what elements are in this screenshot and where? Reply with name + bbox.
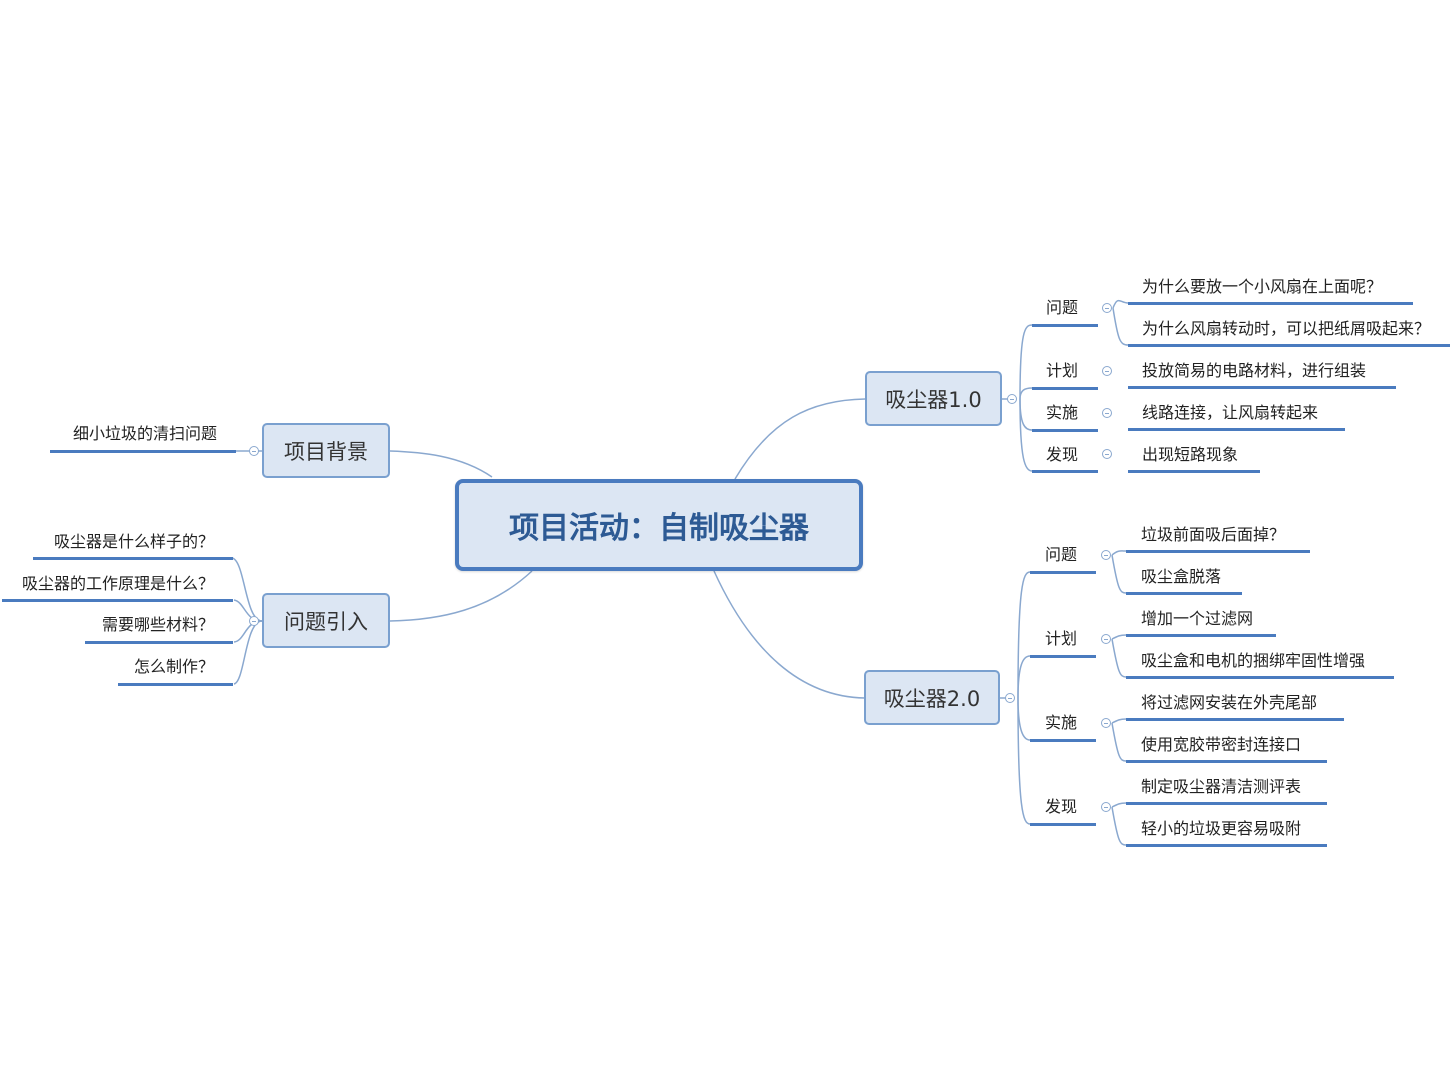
group-underline	[1032, 470, 1098, 473]
group-label-implement[interactable]: 实施	[1045, 713, 1078, 732]
leaf-item[interactable]: 吸尘盒和电机的捆绑牢固性增强	[1141, 651, 1366, 670]
group-underline	[1032, 429, 1098, 432]
leaf-item[interactable]: 吸尘盒脱落	[1141, 567, 1222, 586]
leaf-item[interactable]: 怎么制作？	[133, 657, 214, 676]
collapse-icon[interactable]	[1102, 408, 1112, 418]
topic-label: 问题引入	[284, 609, 368, 634]
topic-project-background[interactable]: 项目背景	[262, 423, 390, 478]
collapse-icon[interactable]	[1101, 634, 1111, 644]
topic-label: 项目背景	[284, 439, 368, 464]
group-underline	[1032, 387, 1098, 390]
topic-label: 吸尘器1.0	[885, 387, 982, 412]
leaf-underline	[1128, 428, 1345, 431]
group-underline	[1030, 655, 1096, 658]
leaf-underline	[1128, 302, 1413, 305]
leaf-underline	[1128, 470, 1260, 473]
topic-vacuum-v2[interactable]: 吸尘器2.0	[864, 670, 1000, 725]
collapse-icon[interactable]	[249, 616, 259, 626]
leaf-item[interactable]: 制定吸尘器清洁测评表	[1141, 777, 1302, 796]
leaf-underline	[2, 599, 233, 602]
leaf-item[interactable]: 增加一个过滤网	[1141, 609, 1254, 628]
group-label-discover[interactable]: 发现	[1045, 797, 1078, 816]
link-center-v2	[713, 570, 866, 699]
group-label-question[interactable]: 问题	[1045, 545, 1078, 564]
leaf-underline	[1126, 550, 1310, 553]
group-label-discover[interactable]: 发现	[1046, 445, 1079, 464]
topic-label: 吸尘器2.0	[883, 686, 981, 711]
collapse-icon[interactable]	[1101, 550, 1111, 560]
leaf-underline	[1126, 718, 1344, 721]
collapse-icon[interactable]	[1005, 693, 1015, 703]
leaf-item[interactable]: 垃圾前面吸后面掉？	[1141, 525, 1286, 544]
group-label-question[interactable]: 问题	[1046, 298, 1079, 317]
central-topic-label: 项目活动：自制吸尘器	[509, 511, 809, 546]
leaf-underline	[118, 683, 233, 686]
leaf-underline	[1126, 844, 1327, 847]
leaf-underline	[1126, 802, 1327, 805]
leaf-underline	[50, 450, 236, 453]
leaf-item[interactable]: 出现短路现象	[1142, 445, 1239, 464]
collapse-icon[interactable]	[1101, 802, 1111, 812]
leaf-underline	[1126, 592, 1242, 595]
leaf-item[interactable]: 为什么风扇转动时，可以把纸屑吸起来？	[1142, 319, 1431, 338]
leaf-item[interactable]: 需要哪些材料？	[101, 615, 214, 634]
leaf-underline	[85, 641, 233, 644]
leaf-underline	[1128, 386, 1396, 389]
leaf-item[interactable]: 投放简易的电路材料，进行组装	[1142, 361, 1367, 380]
leaf-item[interactable]: 线路连接，让风扇转起来	[1142, 403, 1319, 422]
leaf-underline	[1126, 634, 1276, 637]
leaf-item[interactable]: 吸尘器的工作原理是什么？	[21, 574, 214, 593]
link-center-question	[389, 570, 533, 622]
leaf-item[interactable]: 吸尘器是什么样子的？	[53, 532, 214, 551]
group-label-implement[interactable]: 实施	[1046, 403, 1079, 422]
leaf-item[interactable]: 使用宽胶带密封连接口	[1141, 735, 1302, 754]
leaf-underline	[1126, 676, 1394, 679]
leaf-underline	[33, 557, 233, 560]
leaf-item[interactable]: 轻小的垃圾更容易吸附	[1141, 819, 1302, 838]
leaf-item[interactable]: 将过滤网安装在外壳尾部	[1141, 693, 1318, 712]
group-label-plan[interactable]: 计划	[1046, 361, 1079, 380]
collapse-icon[interactable]	[1102, 449, 1112, 459]
collapse-icon[interactable]	[1102, 366, 1112, 376]
collapse-icon[interactable]	[1007, 394, 1017, 404]
collapse-icon[interactable]	[1102, 303, 1112, 313]
group-underline	[1030, 739, 1096, 742]
link-center-bg	[389, 450, 493, 478]
leaf-underline	[1126, 760, 1327, 763]
group-underline	[1030, 823, 1096, 826]
topic-vacuum-v1[interactable]: 吸尘器1.0	[865, 371, 1002, 426]
leaf-item[interactable]: 为什么要放一个小风扇在上面呢？	[1142, 277, 1383, 296]
link-center-v1	[734, 398, 866, 480]
topic-question-intro[interactable]: 问题引入	[262, 593, 390, 648]
leaf-item[interactable]: 细小垃圾的清扫问题	[72, 424, 217, 443]
collapse-icon[interactable]	[249, 446, 259, 456]
group-label-plan[interactable]: 计划	[1045, 629, 1078, 648]
group-underline	[1030, 571, 1096, 574]
central-topic[interactable]: 项目活动：自制吸尘器	[455, 479, 863, 571]
collapse-icon[interactable]	[1101, 718, 1111, 728]
leaf-underline	[1128, 344, 1450, 347]
group-underline	[1032, 324, 1098, 327]
